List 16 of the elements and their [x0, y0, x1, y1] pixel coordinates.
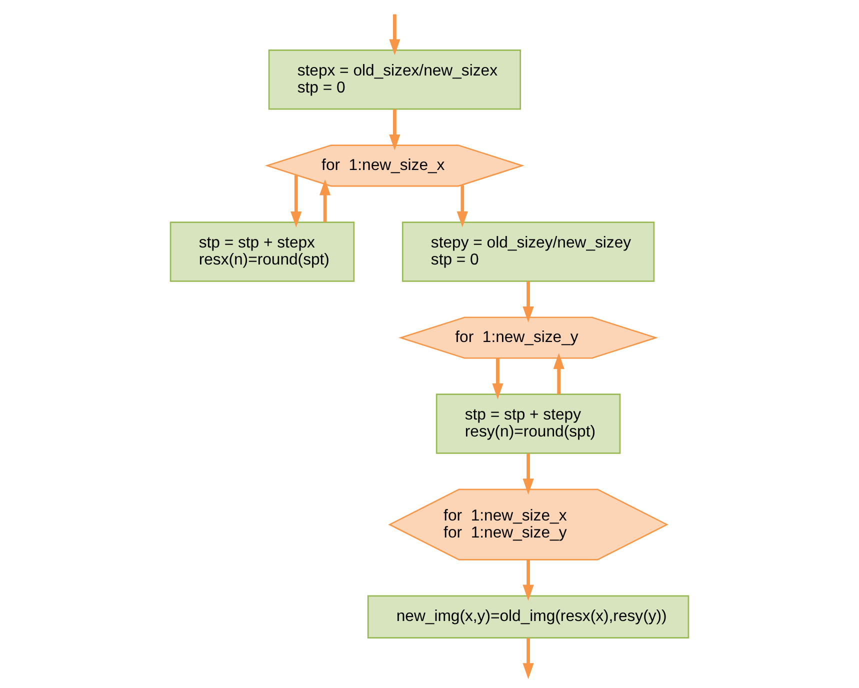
arrow — [553, 353, 564, 394]
arrow — [389, 14, 400, 56]
node-box: new_img(x,y)=old_img(resx(x),resy(y)) — [367, 595, 690, 638]
node-box: stp = stp + stepx resx(n)=round(spt) — [170, 222, 355, 282]
node-box: stp = stp + stepy resy(n)=round(spt) — [436, 394, 621, 454]
arrow — [456, 185, 468, 228]
arrow — [522, 453, 534, 495]
arrow — [522, 281, 534, 322]
node-box: stepx = old_sizex/new_sizex stp = 0 — [268, 50, 522, 110]
arrow — [522, 638, 534, 680]
arrow — [389, 109, 400, 150]
arrow — [522, 560, 534, 601]
arrow — [319, 179, 331, 222]
arrow — [290, 175, 302, 228]
node-box: stepy = old_sizey/new_sizey stp = 0 — [402, 222, 655, 282]
arrow — [492, 358, 504, 400]
